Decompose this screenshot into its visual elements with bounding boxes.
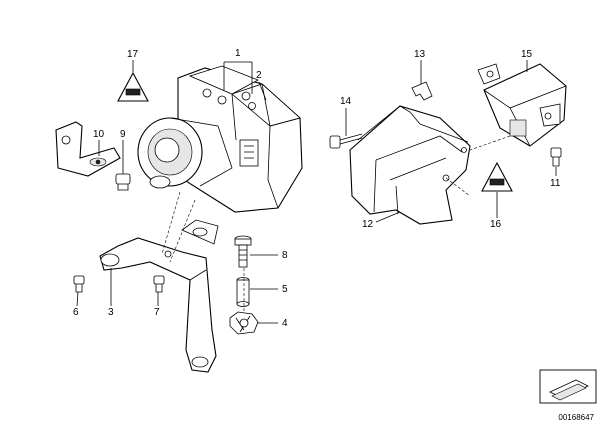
callout-8: 8 — [282, 250, 288, 261]
warning-triangle-icon — [117, 71, 149, 102]
callout-2: 2 — [256, 70, 262, 81]
guide-line-motor — [161, 191, 181, 255]
leader-1 — [223, 61, 253, 94]
callout-14: 14 — [340, 96, 352, 107]
clip-13 — [411, 81, 433, 101]
callout-15: 15 — [521, 49, 533, 60]
reference-box-icon — [539, 369, 597, 404]
leader-12 — [375, 211, 401, 223]
leader-6 — [76, 291, 79, 307]
screw-6 — [73, 275, 85, 293]
callout-13: 13 — [414, 49, 426, 60]
main-bracket — [99, 219, 219, 373]
callout-1: 1 — [235, 48, 241, 59]
guide-line-bracket — [169, 199, 196, 263]
callout-4: 4 — [282, 318, 288, 329]
callout-3: 3 — [108, 307, 114, 318]
bolt-14 — [329, 133, 363, 149]
callout-6: 6 — [73, 307, 79, 318]
diagram-number: 00168647 — [558, 413, 594, 422]
callout-12: 12 — [362, 219, 374, 230]
callout-16: 16 — [490, 219, 502, 230]
spacer-sleeve-5 — [236, 277, 250, 307]
screw-11 — [550, 147, 562, 167]
right-bracket — [349, 105, 471, 225]
screw-7 — [153, 275, 165, 293]
callout-7: 7 — [154, 307, 160, 318]
bolt-8 — [234, 235, 252, 268]
warning-triangle-icon — [481, 161, 513, 192]
guide-line-unit — [469, 135, 511, 151]
hydraulic-unit — [137, 65, 303, 213]
callout-9: 9 — [120, 129, 126, 140]
bolt-9 — [115, 173, 131, 191]
leader-2 — [258, 81, 267, 101]
callout-5: 5 — [282, 284, 288, 295]
callout-11: 11 — [550, 178, 561, 189]
left-bracket — [55, 121, 121, 177]
callout-10: 10 — [93, 129, 105, 140]
callout-17: 17 — [127, 49, 139, 60]
rubber-mount-4 — [229, 311, 259, 335]
control-unit-15 — [477, 63, 567, 147]
guide-line-right — [445, 177, 471, 197]
